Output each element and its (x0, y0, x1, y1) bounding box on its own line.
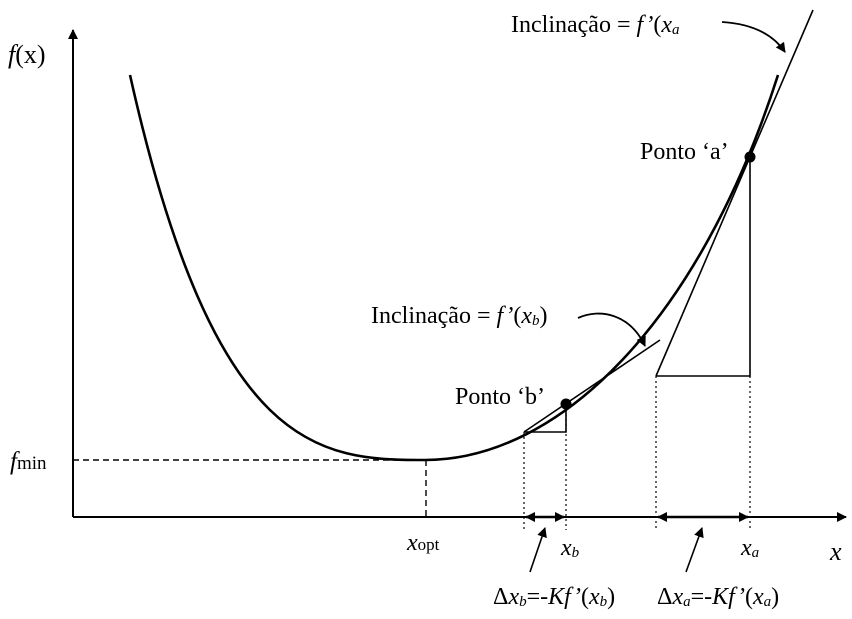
slope-b-label: Inclinação = f’(xb) (371, 303, 548, 329)
pointer-arrow-slope-a (721, 21, 786, 53)
tangent-line-a (655, 9, 814, 377)
point-a-label: Ponto ‘a’ (640, 139, 729, 165)
slope-a-label: Inclinação = f’(xa (511, 12, 680, 38)
tangent-line-b (523, 339, 661, 433)
pointer-arrow-slope-b (577, 312, 646, 347)
step-b-label: Δxb=-Kf’(xb) (493, 584, 615, 610)
x-b-label: xb (560, 535, 580, 561)
x-axis-label: x (829, 537, 842, 566)
xopt-label: xopt (406, 530, 440, 556)
pointer-arrow-step-b (529, 527, 547, 573)
pointer-arrow-step-a (685, 527, 704, 573)
y-axis-label: f(x) (8, 40, 46, 69)
point-b-label: Ponto ‘b’ (455, 384, 545, 410)
objective-curve (128, 74, 780, 462)
point-a-marker (744, 151, 756, 163)
x-a-label: xa (740, 535, 759, 561)
step-a-label: Δxa=-Kf’(xa) (657, 584, 779, 610)
slope-triangle-b (524, 404, 567, 433)
fmin-label: fmin (10, 448, 47, 475)
